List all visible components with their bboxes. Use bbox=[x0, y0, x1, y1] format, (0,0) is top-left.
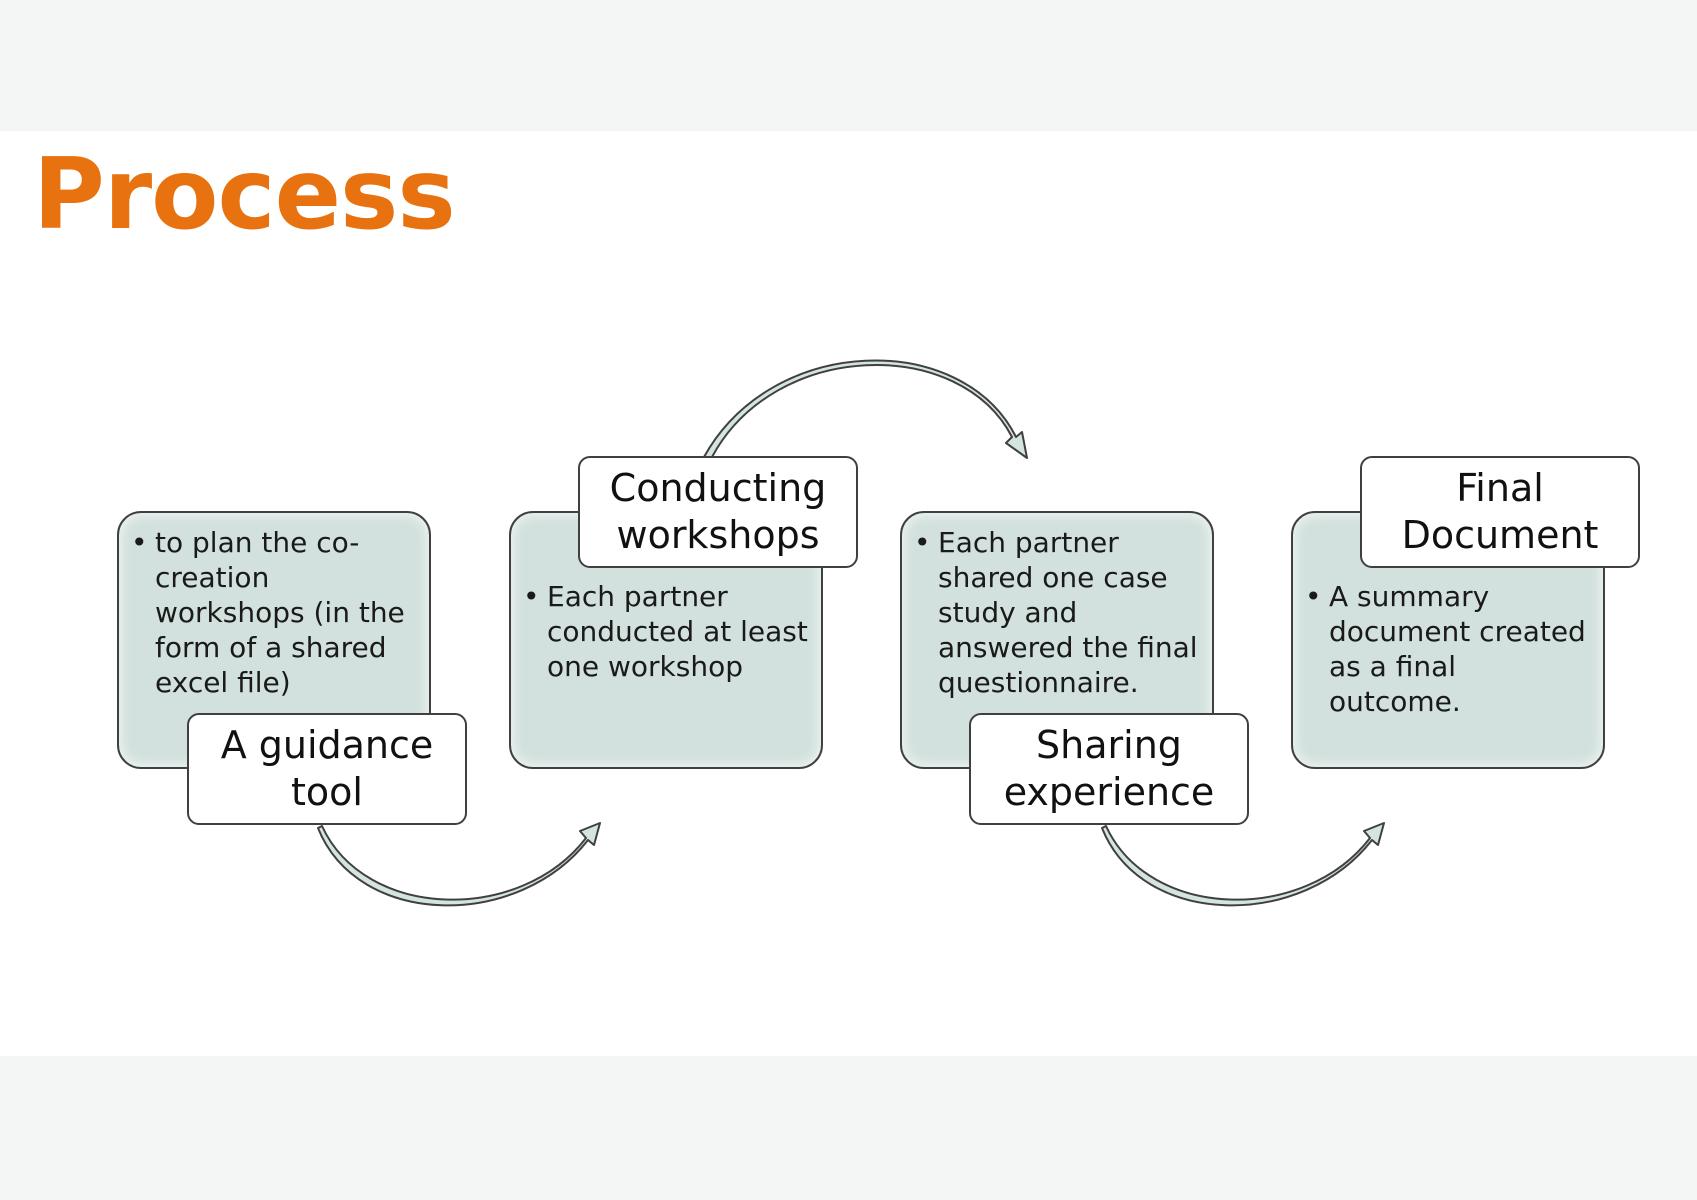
step-3-label: Sharing experience bbox=[969, 713, 1249, 825]
step-3-bullet: Each partner shared one case study and a… bbox=[902, 525, 1212, 700]
curved-arrow-2 bbox=[703, 359, 1028, 459]
step-2-label: Conducting workshops bbox=[578, 456, 858, 568]
curved-arrow-1 bbox=[317, 822, 601, 907]
step-4-label: Final Document bbox=[1360, 456, 1640, 568]
step-1-bullet: to plan the co-creation workshops (in th… bbox=[119, 525, 429, 700]
step-4-bullet: A summary document created as a final ou… bbox=[1293, 579, 1603, 719]
step-1-label: A guidance tool bbox=[187, 713, 467, 825]
curved-arrow-3 bbox=[1101, 822, 1385, 907]
step-2-bullet: Each partner conducted at least one work… bbox=[511, 579, 821, 684]
slide-title: Process bbox=[33, 138, 456, 252]
